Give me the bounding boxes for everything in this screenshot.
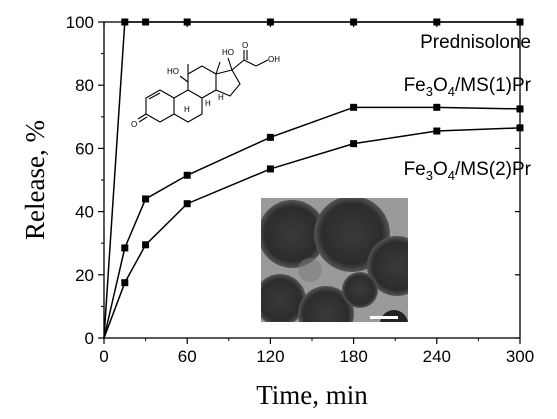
data-point [183,171,191,179]
y-tick-label: 20 [75,266,94,285]
data-point [121,244,129,252]
axes: 0 60 120 180 240 300 0 20 40 60 80 100 [66,13,535,366]
y-axis-title: Release, % [20,120,50,240]
atom-label: O [131,120,137,129]
data-point [433,127,441,135]
data-point [516,18,524,26]
tem-micrograph-image [261,198,408,322]
y-tick-label: 0 [85,329,94,348]
y-tick-label: 80 [75,76,94,95]
series-layer [103,18,524,339]
molecule-atom-labels: HO HO O OH H H H O [131,41,280,129]
x-axis-title: Time, min [256,380,368,410]
atom-label: O [242,41,248,50]
data-point [516,105,524,113]
data-point [516,124,524,132]
x-tick-label: 240 [423,347,451,366]
data-point [183,18,191,26]
atom-label: H [205,99,211,108]
x-tick-label: 300 [506,347,534,366]
y-tick-label: 60 [75,139,94,158]
prednisolone-structure-icon [137,50,269,123]
x-tick-label: 120 [256,347,284,366]
data-point [350,103,358,111]
atom-label: HO [222,48,234,57]
series-label-ms2: Fe3O4/MS(2)Pr [404,159,532,183]
x-tick-label: 0 [99,347,108,366]
data-point [121,18,129,26]
data-point [266,133,274,141]
series-label-prednisolone: Prednisolone [420,32,531,53]
data-point [121,279,129,287]
data-point [433,18,441,26]
data-point [350,18,358,26]
data-point [142,195,150,203]
series-label-ms1: Fe3O4/MS(1)Pr [404,75,532,99]
x-tick-label: 60 [178,347,197,366]
data-point [142,18,150,26]
y-tick-label: 40 [75,203,94,222]
series-line [103,127,521,339]
y-tick-label: 100 [66,13,94,32]
data-point [142,241,150,249]
series-1 [103,103,524,339]
data-point [266,165,274,173]
data-point [183,200,191,208]
data-point [350,140,358,148]
atom-label: HO [167,67,179,76]
atom-label: H [184,105,190,114]
atom-label: H [218,93,224,102]
series-2 [103,124,524,339]
series-line [103,106,521,339]
data-point [433,103,441,111]
series-0 [103,18,524,339]
x-tick-label: 180 [339,347,367,366]
atom-label: OH [268,55,280,64]
data-point [266,18,274,26]
